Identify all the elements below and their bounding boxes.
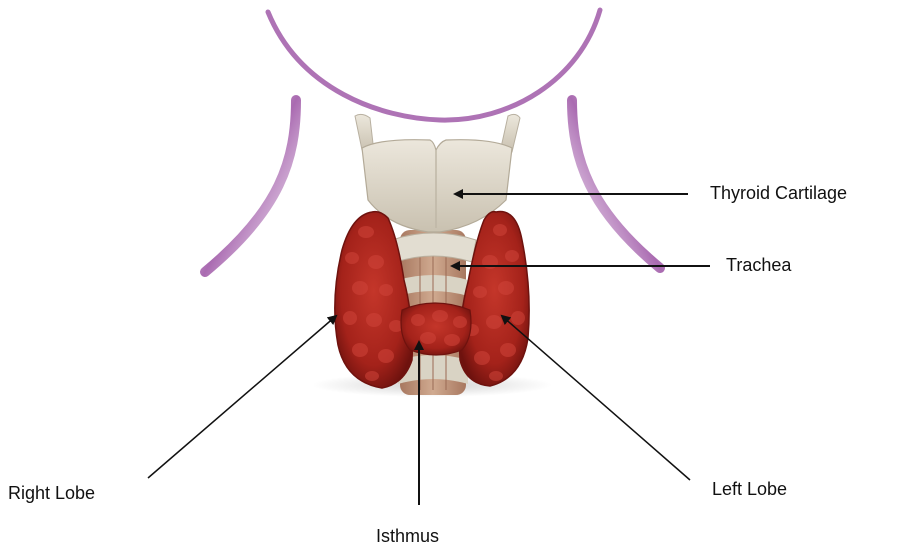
arrow-left-lobe xyxy=(502,316,690,480)
label-trachea: Trachea xyxy=(726,255,791,276)
label-thyroid-cartilage: Thyroid Cartilage xyxy=(710,183,847,204)
isthmus xyxy=(401,303,471,355)
label-isthmus: Isthmus xyxy=(376,526,439,547)
arrow-right-lobe xyxy=(148,316,336,478)
label-right-lobe: Right Lobe xyxy=(8,483,95,504)
label-left-lobe: Left Lobe xyxy=(712,479,787,500)
